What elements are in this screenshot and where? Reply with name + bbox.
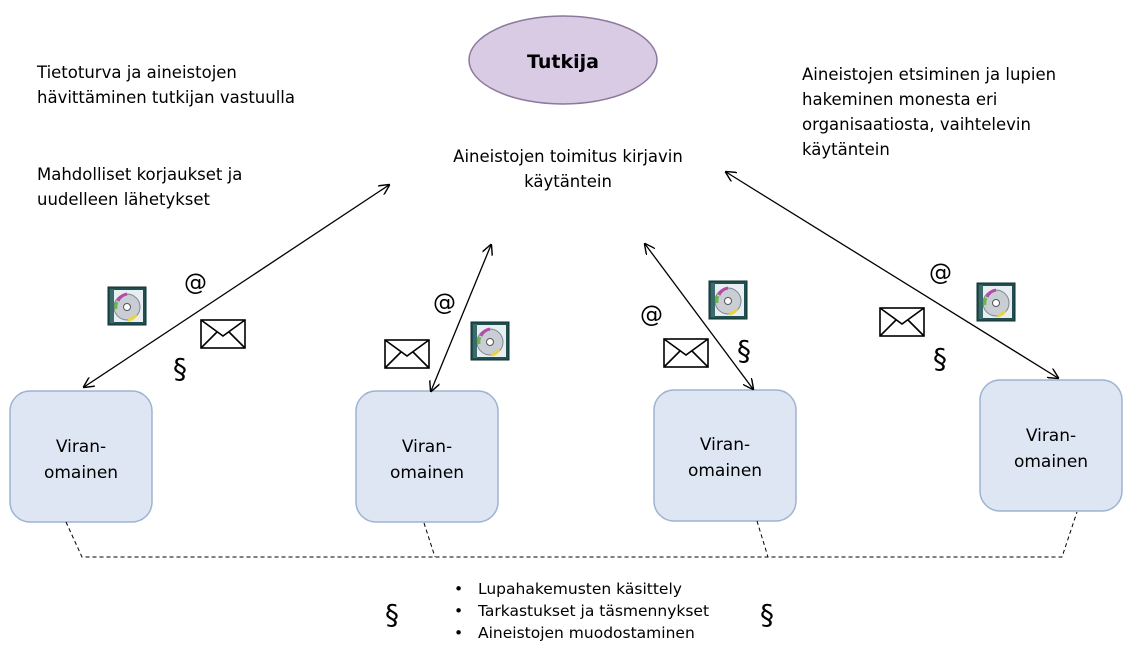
authority-box-3 xyxy=(653,389,797,522)
envelope-icon xyxy=(200,319,246,349)
dashed-connector-2 xyxy=(423,522,436,558)
at-symbol-2: @ xyxy=(433,290,456,316)
note-corrections: Mahdolliset korjaukset ja uudelleen lähe… xyxy=(37,162,242,212)
arrow-authority-4 xyxy=(726,172,1058,378)
note-security-line2: hävittäminen tutkijan vastuulla xyxy=(37,88,296,107)
note-corrections-line2: uudelleen lähetykset xyxy=(37,190,211,209)
authority-box-4 xyxy=(979,379,1123,512)
authority-3-line2: omainen xyxy=(688,461,762,481)
dashed-connector xyxy=(65,511,1078,558)
note-search-line4: käytäntein xyxy=(802,140,890,159)
authority-4-line2: omainen xyxy=(1014,452,1088,472)
note-delivery-line1: Aineistojen toimitus kirjavin xyxy=(453,147,683,166)
cd-case-icon xyxy=(975,281,1017,323)
at-symbol-3: @ xyxy=(640,302,663,328)
authority-2-line1: Viran- xyxy=(402,437,452,457)
cd-case-icon xyxy=(707,279,749,321)
section-symbol-4: § xyxy=(933,342,947,375)
envelope-icon xyxy=(879,307,925,337)
envelope-icon xyxy=(663,338,709,368)
envelope-icon xyxy=(384,339,430,369)
authority-1-line1: Viran- xyxy=(56,437,106,457)
authority-2-line2: omainen xyxy=(390,463,464,483)
authority-box-2 xyxy=(355,390,499,523)
cd-case-icon xyxy=(106,285,148,327)
section-symbol-bottom-right: § xyxy=(760,598,774,631)
note-search-line2: hakeminen monesta eri xyxy=(802,90,998,109)
note-search-line3: organisaatiosta, vaihtelevin xyxy=(802,115,1031,134)
note-corrections-line1: Mahdolliset korjaukset ja xyxy=(37,165,243,184)
note-search-line1: Aineistojen etsiminen ja lupien xyxy=(802,65,1057,84)
note-delivery: Aineistojen toimitus kirjavin käytäntein xyxy=(438,144,698,194)
authority-1-line2: omainen xyxy=(44,463,118,483)
tasks-list: Lupahakemusten käsittely Tarkastukset ja… xyxy=(450,578,709,644)
note-delivery-line2: käytäntein xyxy=(524,172,612,191)
researcher-label: Tutkija xyxy=(527,51,599,73)
section-symbol-bottom-left: § xyxy=(385,598,399,631)
arrow-authority-2 xyxy=(431,245,491,391)
cd-case-icon xyxy=(469,320,511,362)
authority-4-line1: Viran- xyxy=(1026,426,1076,446)
list-item: Aineistojen muodostaminen xyxy=(450,622,709,644)
list-item: Tarkastukset ja täsmennykset xyxy=(450,600,709,622)
at-symbol-1: @ xyxy=(184,270,207,296)
authority-box-1 xyxy=(9,390,153,523)
list-item: Lupahakemusten käsittely xyxy=(450,578,709,600)
note-security: Tietoturva ja aineistojen hävittäminen t… xyxy=(37,60,295,110)
section-symbol-1: § xyxy=(173,352,187,385)
note-security-line1: Tietoturva ja aineistojen xyxy=(37,63,237,82)
arrow-authority-1 xyxy=(84,185,389,387)
dashed-connector-3 xyxy=(756,520,769,558)
section-symbol-3: § xyxy=(737,334,751,367)
note-search: Aineistojen etsiminen ja lupien hakemine… xyxy=(802,62,1056,162)
at-symbol-4: @ xyxy=(929,260,952,286)
authority-3-line1: Viran- xyxy=(700,435,750,455)
researcher-ellipse xyxy=(468,15,658,105)
